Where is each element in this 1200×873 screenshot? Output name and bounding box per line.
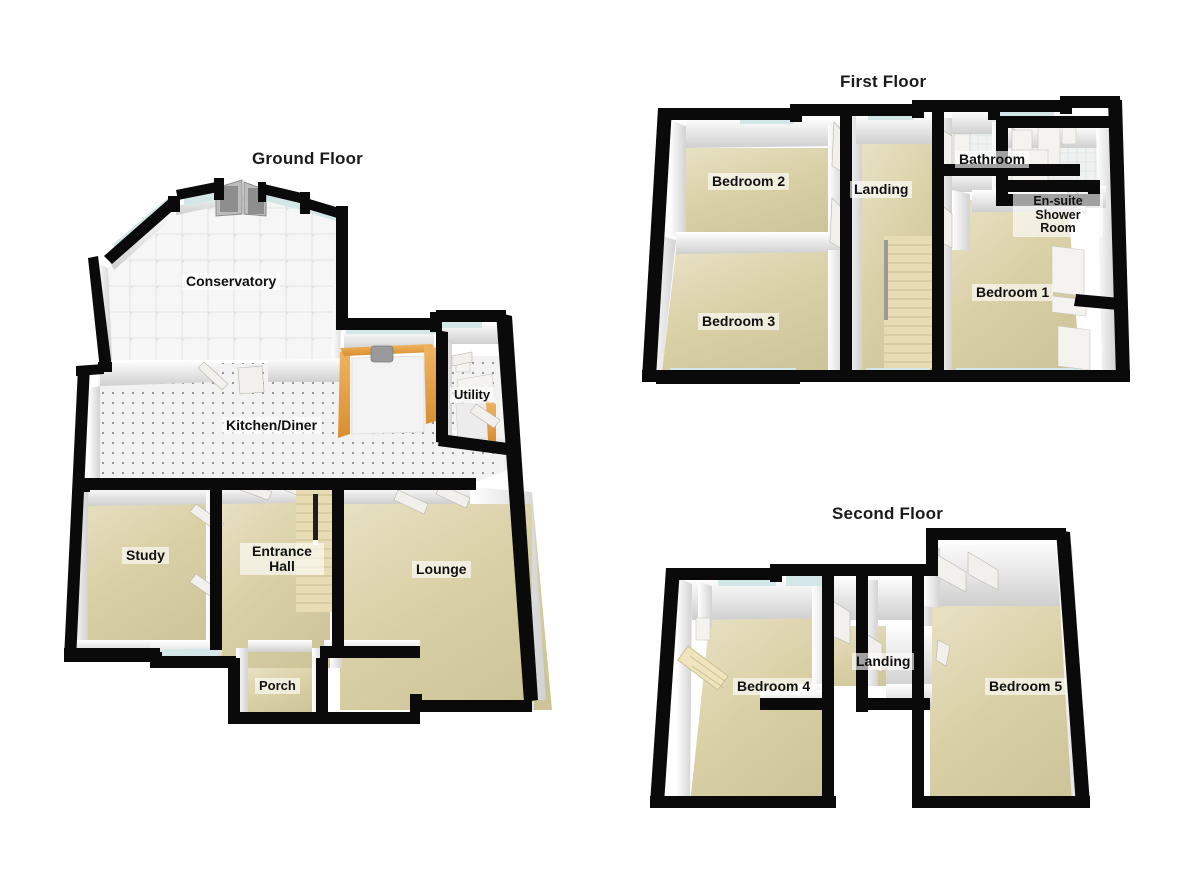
- room-bedroom-5: [930, 604, 1084, 804]
- ground-floor-title: Ground Floor: [252, 149, 363, 168]
- room-label-utility: Utility: [450, 387, 495, 404]
- ensuite-line-3: Room: [1040, 221, 1076, 235]
- room-label-porch: Porch: [255, 678, 300, 695]
- bedroom-1-wardrobes: [1051, 245, 1091, 371]
- room-bedroom-2: [676, 148, 844, 236]
- room-label-kitchen-diner: Kitchen/Diner: [222, 417, 322, 435]
- exterior-walls: [64, 178, 538, 724]
- room-label-entrance-hall: Entrance Hall: [240, 543, 324, 576]
- kitchen-units: [338, 344, 440, 438]
- room-label-study: Study: [122, 547, 169, 565]
- room-label-landing: Landing: [850, 181, 913, 199]
- staircase-second: [677, 617, 729, 691]
- ensuite-line-2: Shower: [1035, 207, 1081, 222]
- second-floor-title: Second Floor: [832, 504, 944, 523]
- room-label-bedroom-3: Bedroom 3: [698, 313, 780, 331]
- second-floor-drawing: [650, 528, 1090, 808]
- first-floor-outline-walls: [642, 96, 1130, 384]
- room-label-bedroom-1: Bedroom 1: [972, 284, 1054, 302]
- staircase-first: [884, 236, 934, 368]
- second-floor-plan: Second Floor: [600, 440, 1160, 840]
- first-floor-drawing: [642, 96, 1130, 384]
- entrance-hall-line-2: Hall: [269, 558, 295, 575]
- stair-handrail: [884, 240, 888, 320]
- room-label-landing-second: Landing: [852, 653, 915, 671]
- room-label-bedroom-4: Bedroom 4: [733, 678, 815, 696]
- room-label-lounge: Lounge: [412, 561, 471, 579]
- room-label-bedroom-2: Bedroom 2: [708, 173, 790, 191]
- first-floor-plan: First Floor: [600, 0, 1160, 430]
- sink-icon: [370, 345, 394, 363]
- stair-balustrade: [313, 494, 318, 540]
- room-label-ensuite-shower-room: En-suite Shower Room: [1013, 194, 1103, 237]
- room-label-bedroom-5: Bedroom 5: [985, 678, 1067, 696]
- ground-floor-plan: Ground Floor: [0, 0, 620, 760]
- first-floor-title: First Floor: [840, 72, 927, 91]
- room-label-bathroom: Bathroom: [955, 151, 1030, 169]
- room-bedroom-3: [662, 250, 844, 372]
- ensuite-line-1: En-suite: [1033, 194, 1083, 208]
- entrance-hall-line-1: Entrance: [252, 543, 312, 559]
- room-study: [70, 492, 218, 648]
- second-floor-outline-walls: [650, 528, 1090, 808]
- room-label-conservatory: Conservatory: [182, 273, 281, 291]
- ground-floor-drawing: [64, 178, 552, 724]
